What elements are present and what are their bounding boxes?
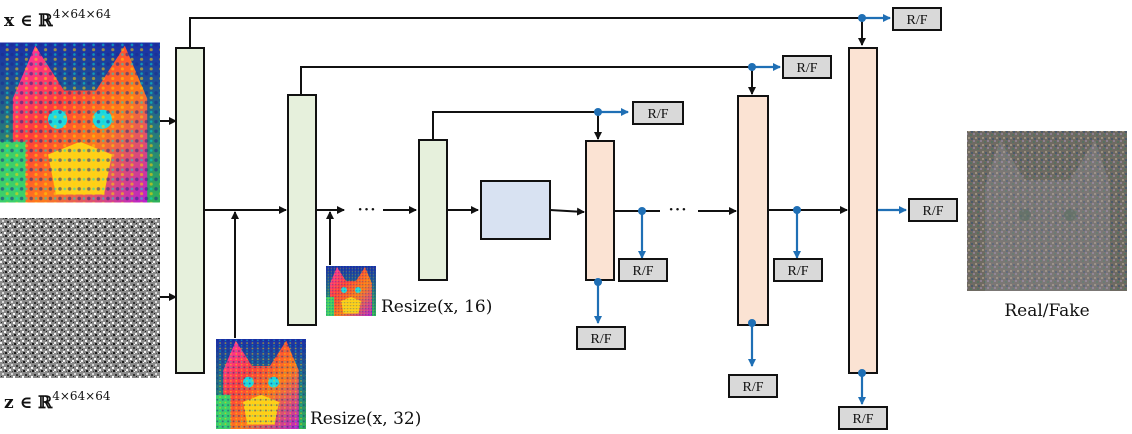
decoder-block-2 — [737, 95, 769, 326]
rf-box-output: R/F — [908, 198, 958, 222]
x-input-image — [0, 42, 160, 203]
svg-text:R/F: R/F — [852, 412, 873, 427]
encoder-block-1 — [175, 47, 205, 374]
blue-junction-dots — [594, 14, 866, 377]
x-input-label: x ∈ ℝ4×64×64 — [4, 7, 111, 31]
blue-branches — [594, 14, 907, 405]
svg-text:R/F: R/F — [787, 264, 808, 279]
rf-box: R/F — [618, 258, 668, 282]
encoder-block-2 — [287, 94, 317, 326]
svg-text:R/F: R/F — [906, 13, 927, 28]
resize16-label: Resize(x, 16) — [381, 297, 492, 317]
svg-text:R/F: R/F — [647, 107, 668, 122]
rf-box: R/F — [728, 374, 778, 398]
svg-text:R/F: R/F — [742, 380, 763, 395]
svg-text:R/F: R/F — [796, 61, 817, 76]
decoder-block-1 — [585, 140, 615, 281]
svg-text:R/F: R/F — [632, 264, 653, 279]
ellipsis-encoder: ··· — [357, 197, 376, 221]
svg-text:R/F: R/F — [922, 204, 943, 219]
z-input-label: z ∈ ℝ4×64×64 — [4, 389, 111, 413]
rf-box: R/F — [576, 326, 626, 350]
output-label: Real/Fake — [1004, 301, 1089, 321]
rf-box: R/F — [632, 101, 684, 125]
resize32-label: Resize(x, 32) — [310, 409, 421, 429]
encoder-block-3 — [418, 139, 448, 281]
z-noise-image — [0, 218, 160, 378]
middle-block — [480, 180, 551, 240]
rf-box: R/F — [773, 258, 823, 282]
decoder-block-3 — [848, 47, 878, 374]
resize16-image — [326, 266, 376, 316]
resize32-image — [216, 339, 306, 429]
black-connections — [160, 17, 866, 338]
svg-text:R/F: R/F — [590, 332, 611, 347]
output-image — [967, 131, 1127, 291]
rf-box: R/F — [782, 55, 832, 79]
ellipsis-decoder: ··· — [668, 197, 687, 221]
rf-box: R/F — [892, 7, 942, 31]
rf-box: R/F — [838, 406, 888, 430]
